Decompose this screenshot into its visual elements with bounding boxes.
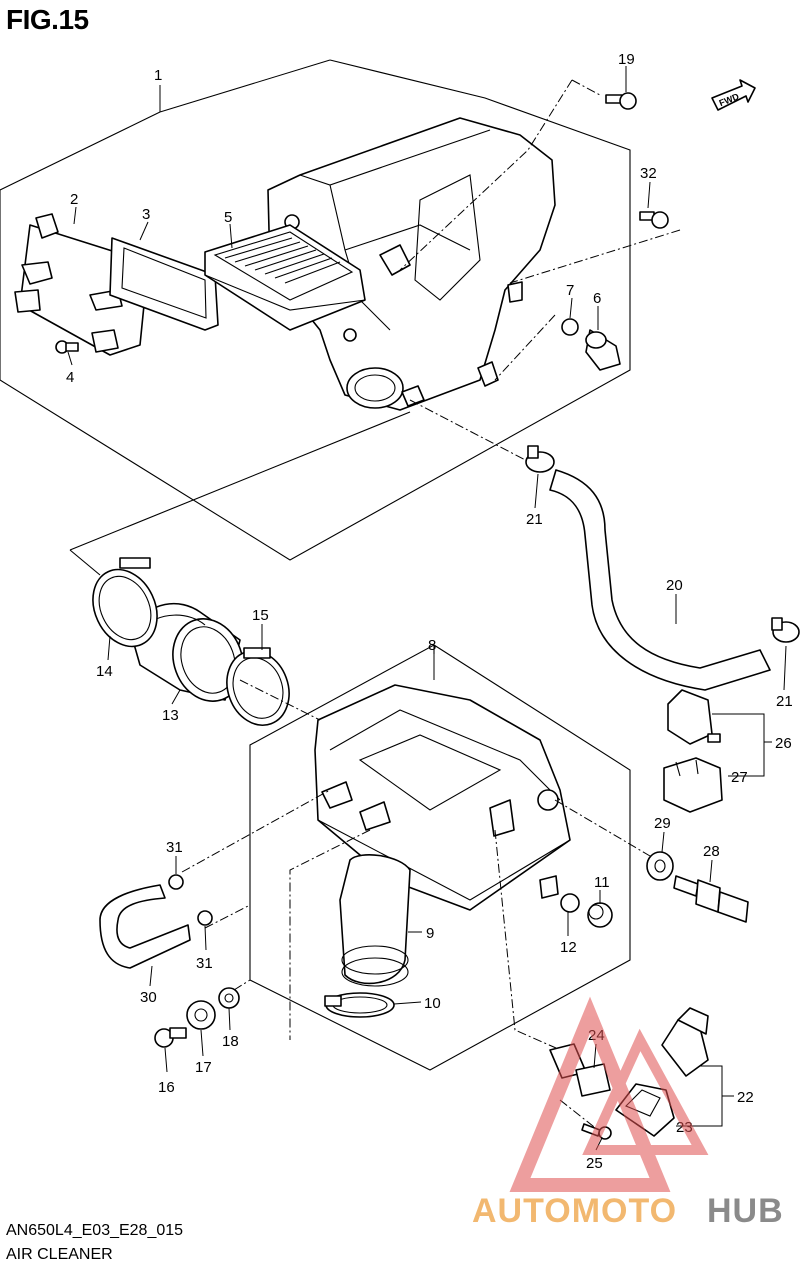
callout-27: 27 [731, 769, 748, 786]
callout-22: 22 [737, 1089, 754, 1106]
air-cleaner-upper-case [267, 117, 556, 411]
figure-title: FIG.15 [6, 4, 89, 35]
watermark-text: AUTOMOTO HUB [472, 1192, 784, 1230]
callout-31-lower: 31 [196, 955, 213, 972]
callout-1: 1 [154, 67, 162, 84]
watermark-logo [509, 996, 709, 1192]
watermark-brand-right: HUB [707, 1192, 784, 1230]
sensor-assembly-22 [661, 1007, 709, 1077]
assembly-dash-lines-lower [181, 679, 651, 1131]
lower-assembly-frame [249, 644, 631, 1071]
callout-32: 32 [640, 165, 657, 182]
callout-13: 13 [162, 707, 179, 724]
screw-4 [55, 340, 79, 354]
clamp-14 [92, 557, 158, 648]
hose-clamp-21-upper [525, 445, 555, 473]
callout-15: 15 [252, 607, 269, 624]
callout-leaders [67, 66, 787, 1151]
callout-14: 14 [96, 663, 113, 680]
intake-air-temp-sensor-28 [673, 875, 749, 923]
collar-18 [218, 987, 240, 1009]
drain-cap-6 [585, 329, 621, 371]
intake-duct-13 [129, 602, 244, 702]
callout-19: 19 [618, 51, 635, 68]
clip-12 [560, 893, 580, 913]
callout-21-lower: 21 [776, 693, 793, 710]
washer-29 [646, 851, 674, 881]
hose-clamp-21-lower [771, 617, 800, 643]
callout-17: 17 [195, 1059, 212, 1076]
callout-6: 6 [593, 290, 601, 307]
callout-8: 8 [428, 637, 436, 654]
clip-31-lower [197, 910, 213, 926]
callout-10: 10 [424, 995, 441, 1012]
fwd-direction-arrow-icon: FWD [711, 79, 756, 111]
callout-26: 26 [775, 735, 792, 752]
bolt-32 [639, 211, 669, 229]
clamp-10 [324, 992, 395, 1018]
callout-20: 20 [666, 577, 683, 594]
callout-21-upper: 21 [526, 511, 543, 528]
callout-30: 30 [140, 989, 157, 1006]
watermark-brand-left: AUTOMOTO [472, 1192, 677, 1230]
callout-3: 3 [142, 206, 150, 223]
clamp-15 [226, 647, 290, 726]
air-cleaner-lower-case [314, 684, 571, 911]
sensor-cover-27 [663, 757, 723, 813]
callout-9: 9 [426, 925, 434, 942]
drain-cap-11 [587, 902, 613, 928]
callout-7: 7 [566, 282, 574, 299]
pressure-sensor-26 [667, 689, 721, 745]
callout-18: 18 [222, 1033, 239, 1050]
callout-11: 11 [594, 874, 610, 891]
bolt-16 [154, 1027, 187, 1048]
callout-12: 12 [560, 939, 577, 956]
callout-5: 5 [224, 209, 232, 226]
upper-assembly-frame [0, 59, 631, 576]
air-filter-element [204, 224, 366, 331]
callout-2: 2 [70, 191, 78, 208]
assembly-dash-lines-upper [399, 79, 681, 466]
callout-31-upper: 31 [166, 839, 183, 856]
callout-25: 25 [586, 1155, 603, 1172]
clip-7 [561, 318, 579, 336]
drain-hose-30 [99, 884, 191, 969]
callout-29: 29 [654, 815, 671, 832]
breather-hose-20 [549, 469, 771, 691]
callout-4: 4 [66, 369, 74, 386]
bolt-19 [605, 92, 637, 110]
figure-name: AIR CLEANER [6, 1246, 113, 1263]
callout-28: 28 [703, 843, 720, 860]
figure-code: AN650L4_E03_E28_015 [6, 1222, 184, 1239]
lower-duct-9 [339, 854, 411, 987]
callout-16: 16 [158, 1079, 175, 1096]
grommet-17 [186, 1000, 216, 1030]
filter-seal [109, 237, 219, 331]
clip-31-upper [168, 874, 184, 890]
